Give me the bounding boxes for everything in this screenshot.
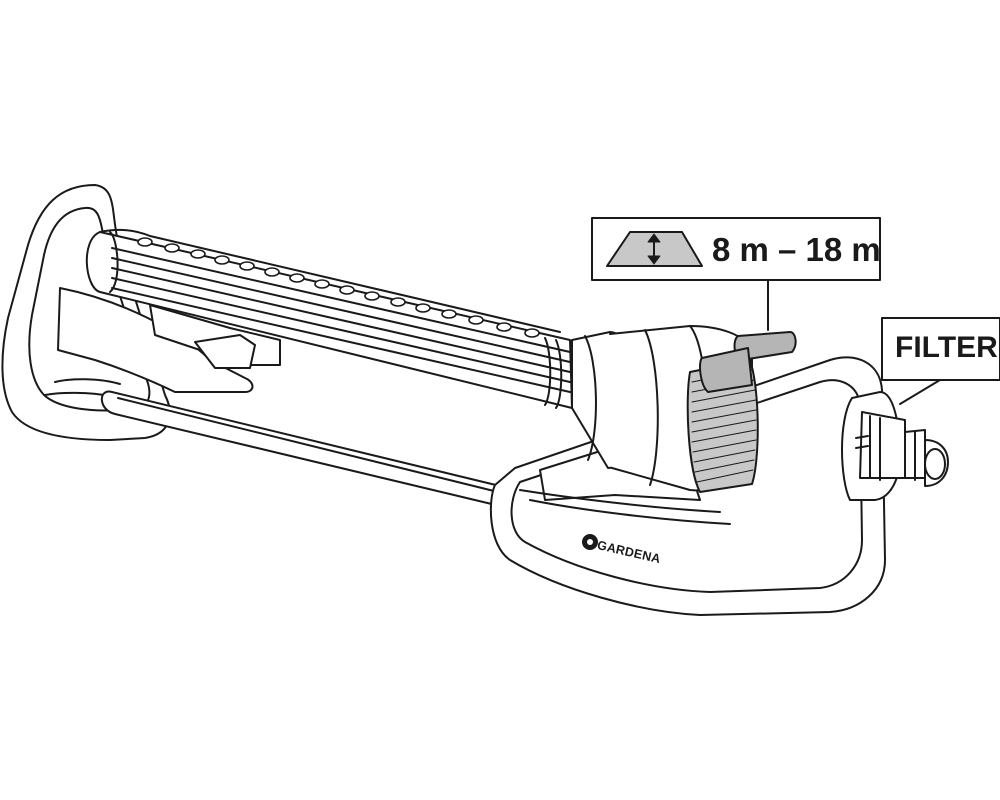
- hose-connector: [841, 391, 949, 501]
- adjuster-clip-side: [699, 347, 753, 393]
- range-callout: [591, 217, 881, 331]
- base-rail: [100, 390, 513, 508]
- filter-callout-box: [881, 317, 1000, 381]
- left-support: [57, 287, 281, 393]
- gear-icon: [582, 534, 598, 550]
- filter-callout: [881, 317, 1000, 405]
- spray-tube: [85, 228, 573, 409]
- filter-label: FILTER: [895, 331, 998, 364]
- double-arrow-vertical-icon: [647, 233, 661, 265]
- spray-range-label: 8 m – 18 m: [712, 231, 881, 268]
- nozzle-row: [137, 237, 540, 338]
- adjuster-clip-top: [733, 331, 797, 361]
- range-adjuster: [686, 331, 797, 493]
